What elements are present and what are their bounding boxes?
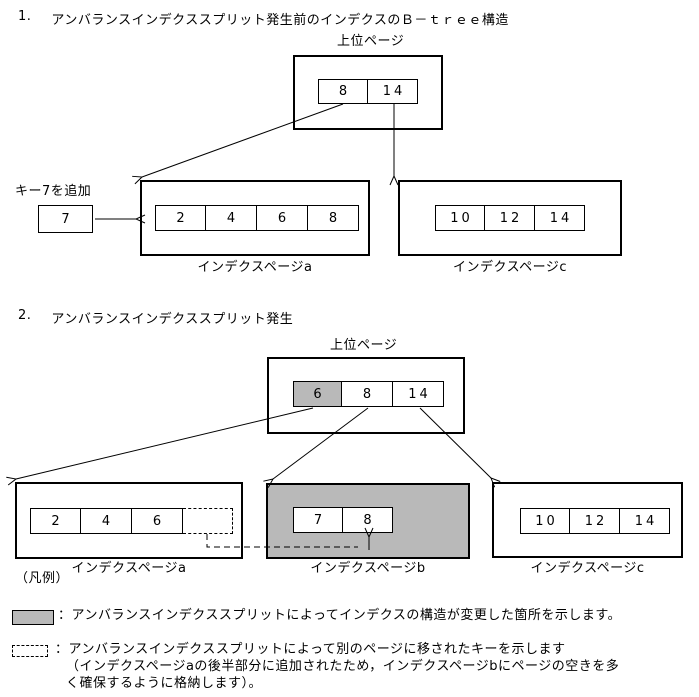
s2-page-a-cell: 6: [132, 508, 183, 534]
s2-page-a-moved-key-slot: [183, 508, 233, 534]
section2-heading: 2. アンバランスインデクススプリット発生: [18, 308, 293, 327]
legend-gray-text: ：アンバランスインデクススプリットによってインデクスの構造が変更した箇所を示しま…: [58, 608, 622, 623]
s1-page-a-cell: 2: [155, 205, 206, 231]
s2-page-b-cell: 8: [343, 507, 393, 533]
s2-page-c-cell: 10: [520, 508, 570, 534]
s1-page-a-cell: 6: [257, 205, 308, 231]
section1-title: アンバランスインデクススプリット発生前のインデクスのＢ－ｔｒｅｅ構造: [51, 13, 509, 28]
s1-page-c-cell: 12: [485, 205, 535, 231]
s2-page-c-cells: 10 12 14: [520, 508, 670, 534]
s1-key-box: 7: [38, 205, 93, 233]
s2-page-c-cell: 14: [620, 508, 670, 534]
s2-upper-cell: 8: [342, 381, 393, 407]
s1-page-c-cell: 14: [535, 205, 585, 231]
s2-page-a-cells: 2 4 6: [30, 508, 233, 534]
s1-key-add-label: キー7を追加: [15, 184, 92, 199]
s2-page-c-cell: 12: [570, 508, 620, 534]
s2-upper-cell: 14: [393, 381, 444, 407]
s1-page-a-label: インデクスページa: [197, 260, 313, 275]
s1-upper-page-cells: 8 14: [318, 79, 418, 104]
legend-dashed-text-line3: く確保するように格納します）。: [66, 676, 263, 691]
legend-caption: （凡例）: [15, 571, 70, 586]
s1-page-a-cell: 8: [308, 205, 359, 231]
s1-page-a-cell: 4: [206, 205, 257, 231]
section2-title: アンバランスインデクススプリット発生: [51, 312, 294, 327]
s1-upper-cell: 14: [368, 79, 418, 104]
s2-page-b-cell: 7: [293, 507, 343, 533]
section1-number: 1.: [18, 9, 32, 24]
s2-page-b-cells: 7 8: [293, 507, 393, 533]
s1-upper-page-label: 上位ページ: [337, 34, 405, 49]
legend-dashed-text-line2: （インデクスページaの後半部分に追加されたため，インデクスページbにページの空き…: [66, 659, 620, 674]
s2-page-a-label: インデクスページa: [71, 561, 187, 576]
s1-page-c-cells: 10 12 14: [435, 205, 585, 231]
section2-number: 2.: [18, 308, 32, 323]
legend-gray-swatch: [12, 610, 54, 625]
legend-dashed-text-line1: ：アンバランスインデクススプリットによって別のページに移されたキーを示します: [55, 642, 566, 657]
section1-heading: 1. アンバランスインデクススプリット発生前のインデクスのＢ－ｔｒｅｅ構造: [18, 9, 509, 28]
s2-page-a-cell: 2: [30, 508, 81, 534]
legend-dashed-swatch: [12, 645, 48, 657]
s2-upper-page-label: 上位ページ: [330, 338, 398, 353]
s2-page-c-label: インデクスページc: [530, 561, 645, 576]
s1-page-a-cells: 2 4 6 8: [155, 205, 359, 231]
s2-upper-page-cells: 6 8 14: [293, 381, 444, 407]
s2-page-b-label: インデクスページb: [310, 561, 426, 576]
s1-page-c-cell: 10: [435, 205, 485, 231]
s1-upper-cell: 8: [318, 79, 368, 104]
s2-upper-cell-highlighted: 6: [293, 381, 342, 407]
s2-page-a-cell: 4: [81, 508, 132, 534]
s1-page-c-label: インデクスページc: [452, 260, 568, 275]
